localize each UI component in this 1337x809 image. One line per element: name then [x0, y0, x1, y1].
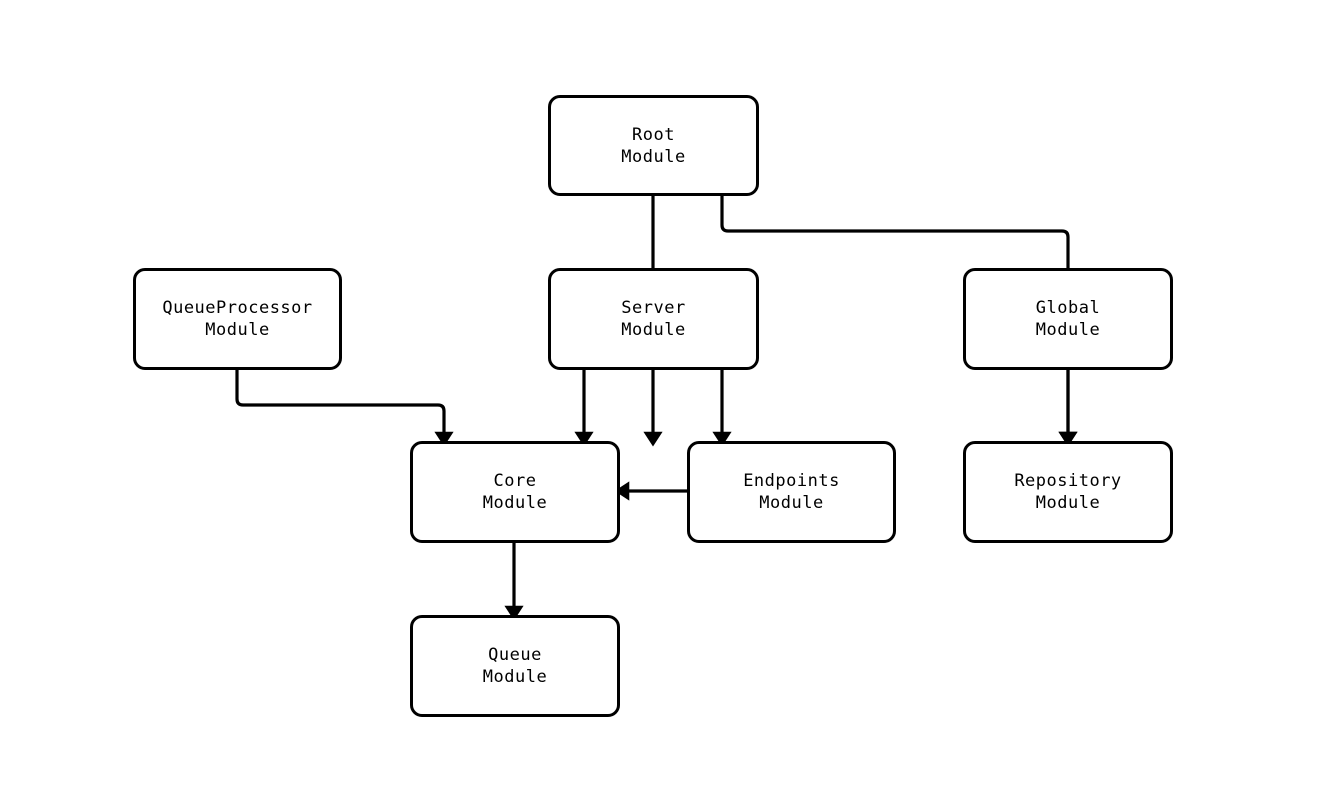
- node-endpoints-suffix: Module: [759, 493, 824, 513]
- node-root-name: Root: [632, 124, 675, 145]
- node-global-suffix: Module: [1035, 320, 1101, 340]
- node-queueprocessor-suffix: Module: [205, 320, 270, 340]
- node-repository-name: Repository: [1014, 471, 1122, 491]
- node-queue-suffix: Module: [482, 667, 548, 687]
- edges-group: [235, 196, 1078, 621]
- node-server-name: Server: [621, 298, 686, 318]
- node-core-suffix: Module: [482, 493, 548, 513]
- node-server-suffix: Module: [621, 320, 686, 340]
- edge-queueprocessor-to-core: [235, 370, 454, 447]
- node-root-suffix: Module: [621, 146, 686, 167]
- node-repository-suffix: Module: [1035, 493, 1101, 513]
- node-queue-name: Queue: [488, 645, 542, 665]
- node-endpoints-name: Endpoints: [743, 471, 840, 491]
- node-queueprocessor-name: QueueProcessor: [162, 298, 313, 318]
- node-global-name: Global: [1035, 298, 1101, 318]
- node-core-name: Core: [493, 471, 537, 491]
